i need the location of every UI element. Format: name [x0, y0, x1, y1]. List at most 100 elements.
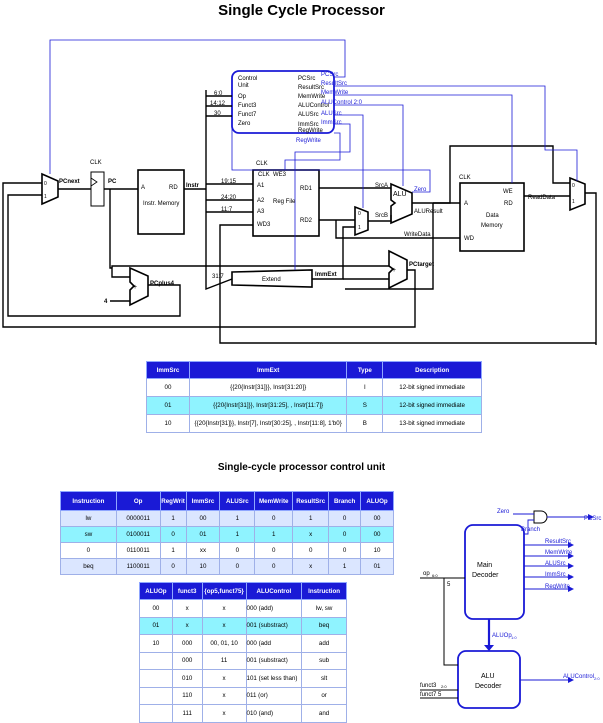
- pctarget-adder: [388, 249, 408, 290]
- branch-label: Branch: [521, 527, 540, 533]
- wire-alusrc: ALUSrc: [321, 111, 342, 117]
- alu-label: ALU: [393, 191, 407, 198]
- control-unit: [231, 70, 335, 134]
- bits-31-7: 31:7: [212, 274, 224, 280]
- rf-rd2-label: RD2: [300, 218, 313, 224]
- rf-a2-label: A2: [257, 198, 265, 204]
- ctl-header-memwrite: MemWrite: [254, 491, 294, 511]
- immext-label: ImmExt: [315, 272, 337, 278]
- alu-header-alucontrol: ALUControl: [245, 582, 303, 600]
- table-row: 10{{20{Instr[31]}}, Instr[7], Instr[30:2…: [146, 414, 482, 433]
- alucontrol-label: ALUControl: [563, 674, 594, 680]
- cu-out-pcsrc: PCSrc: [298, 76, 315, 82]
- alu-header-aluop: ALUOp: [139, 582, 173, 600]
- ctl-header-instruction: Instruction: [60, 491, 117, 511]
- srcb-mux: [354, 205, 369, 237]
- data-memory: [459, 182, 525, 252]
- aluop-label: ALUOp: [492, 633, 512, 639]
- cu-out-memwrite: MemWrite: [298, 94, 326, 100]
- dm-a-label: A: [464, 201, 468, 207]
- funct7-label: funct7 5: [420, 692, 442, 698]
- instr-label: Instr: [186, 183, 200, 189]
- pcmux-in0: 0: [44, 181, 47, 187]
- pcnext-label: PCnext: [59, 179, 80, 185]
- wire-alucontrol: ALUControl 2:0: [321, 100, 363, 106]
- rf-rd1-label: RD1: [300, 186, 313, 192]
- aluresult-label: ALUResult: [414, 209, 443, 215]
- datapath-diagram: PCnext PC CLK PCplus4 4 A RD Instr. Memo…: [2, 39, 597, 345]
- alu-decoder-label-1: ALU: [481, 673, 495, 680]
- pcplus4-adder: [129, 266, 149, 307]
- bits-11-7: 11:7: [221, 207, 233, 213]
- writedata-label: WriteData: [404, 232, 431, 238]
- cu-label-unit: Unit: [238, 83, 249, 89]
- rf-we3-label: WE3: [273, 172, 287, 178]
- ctl-header-op: Op: [115, 491, 161, 511]
- resmux-in1: 1: [572, 199, 575, 205]
- bits-24-20: 24:20: [221, 195, 237, 201]
- zero-label: Zero: [497, 509, 510, 515]
- cu-label-op: Op: [238, 94, 247, 100]
- resultsrc-out-label: ResultSrc: [545, 539, 571, 545]
- imem-name-label: Instr. Memory: [143, 201, 179, 207]
- immsrc-out-label: ImmSrc: [545, 572, 566, 578]
- table-row: 01{{20{Instr[31]}}, Instr[31:25], , Inst…: [146, 396, 482, 415]
- pcplus4-label: PCplus4: [150, 281, 175, 287]
- alusrc-out-label: ALUSrc: [545, 561, 566, 567]
- srca-label: SrcA: [375, 183, 388, 189]
- pcmux-in1: 1: [44, 194, 47, 200]
- pcsrc-label: PCSrc: [584, 516, 601, 522]
- bits-14-12: 14:12: [210, 101, 226, 107]
- rf-clk2-label: CLK: [258, 172, 270, 178]
- ctl-header-aluop: ALUOp: [360, 491, 394, 511]
- alu-shape: [390, 182, 413, 225]
- op5-label: 5: [447, 582, 451, 588]
- main-decoder-box: [464, 524, 525, 620]
- imem-rd-label: RD: [169, 185, 178, 191]
- cu-out-resultsrc: ResultSrc: [298, 85, 324, 91]
- page-title: Single Cycle Processor: [218, 2, 385, 19]
- cu-label-funct3: Funct3: [238, 103, 257, 109]
- cu-out-regwrite: RegWrite: [298, 128, 324, 134]
- regwrite-out-label: RegWrite: [545, 584, 571, 590]
- resmux-in0: 0: [572, 183, 575, 189]
- imm-header-immext: ImmExt: [188, 361, 348, 379]
- immsrc-subscript: 1:0: [567, 574, 573, 579]
- memwrite-out-label: MemWrite: [545, 550, 573, 556]
- wire-regwrite: RegWrite: [296, 138, 322, 144]
- ctl-header-regwrite: RegWrit: [159, 491, 187, 511]
- wire-memwrite: MemWrite: [321, 90, 349, 96]
- control-unit-title: Single-cycle processor control unit: [217, 462, 386, 473]
- ctl-header-branch: Branch: [328, 491, 362, 511]
- ctl-header-immsrc: ImmSrc: [185, 491, 221, 511]
- alu-header-funct3: funct3: [171, 582, 203, 600]
- imm-header-description: Description: [382, 361, 482, 379]
- dm-memory-label: Memory: [481, 223, 503, 229]
- cu-label-funct7: Funct7: [238, 112, 257, 118]
- cu-out-alucontrol: ALUControl: [298, 103, 329, 109]
- ctl-header-resultsrc: ResultSrc: [292, 491, 330, 511]
- pctarget-plus: +: [392, 267, 396, 274]
- ctl-header-alusrc: ALUSrc: [219, 491, 256, 511]
- rf-a3-label: A3: [257, 209, 265, 215]
- extend-shape: [231, 269, 313, 288]
- pcplus4-plus: +: [133, 284, 137, 291]
- alu-decoder-table: ALUOp funct3 {op5,funct75} ALUControl In…: [139, 582, 347, 723]
- wire-immsrc: ImmSrc: [321, 120, 342, 126]
- main-decoder-label-2: Decoder: [472, 572, 499, 579]
- bits-30: 30: [214, 111, 221, 117]
- pc-mux: [41, 172, 59, 206]
- cu-label-zero: Zero: [238, 121, 251, 127]
- dm-rd-label: RD: [504, 201, 513, 207]
- alu-decoder-label-2: Decoder: [475, 683, 502, 690]
